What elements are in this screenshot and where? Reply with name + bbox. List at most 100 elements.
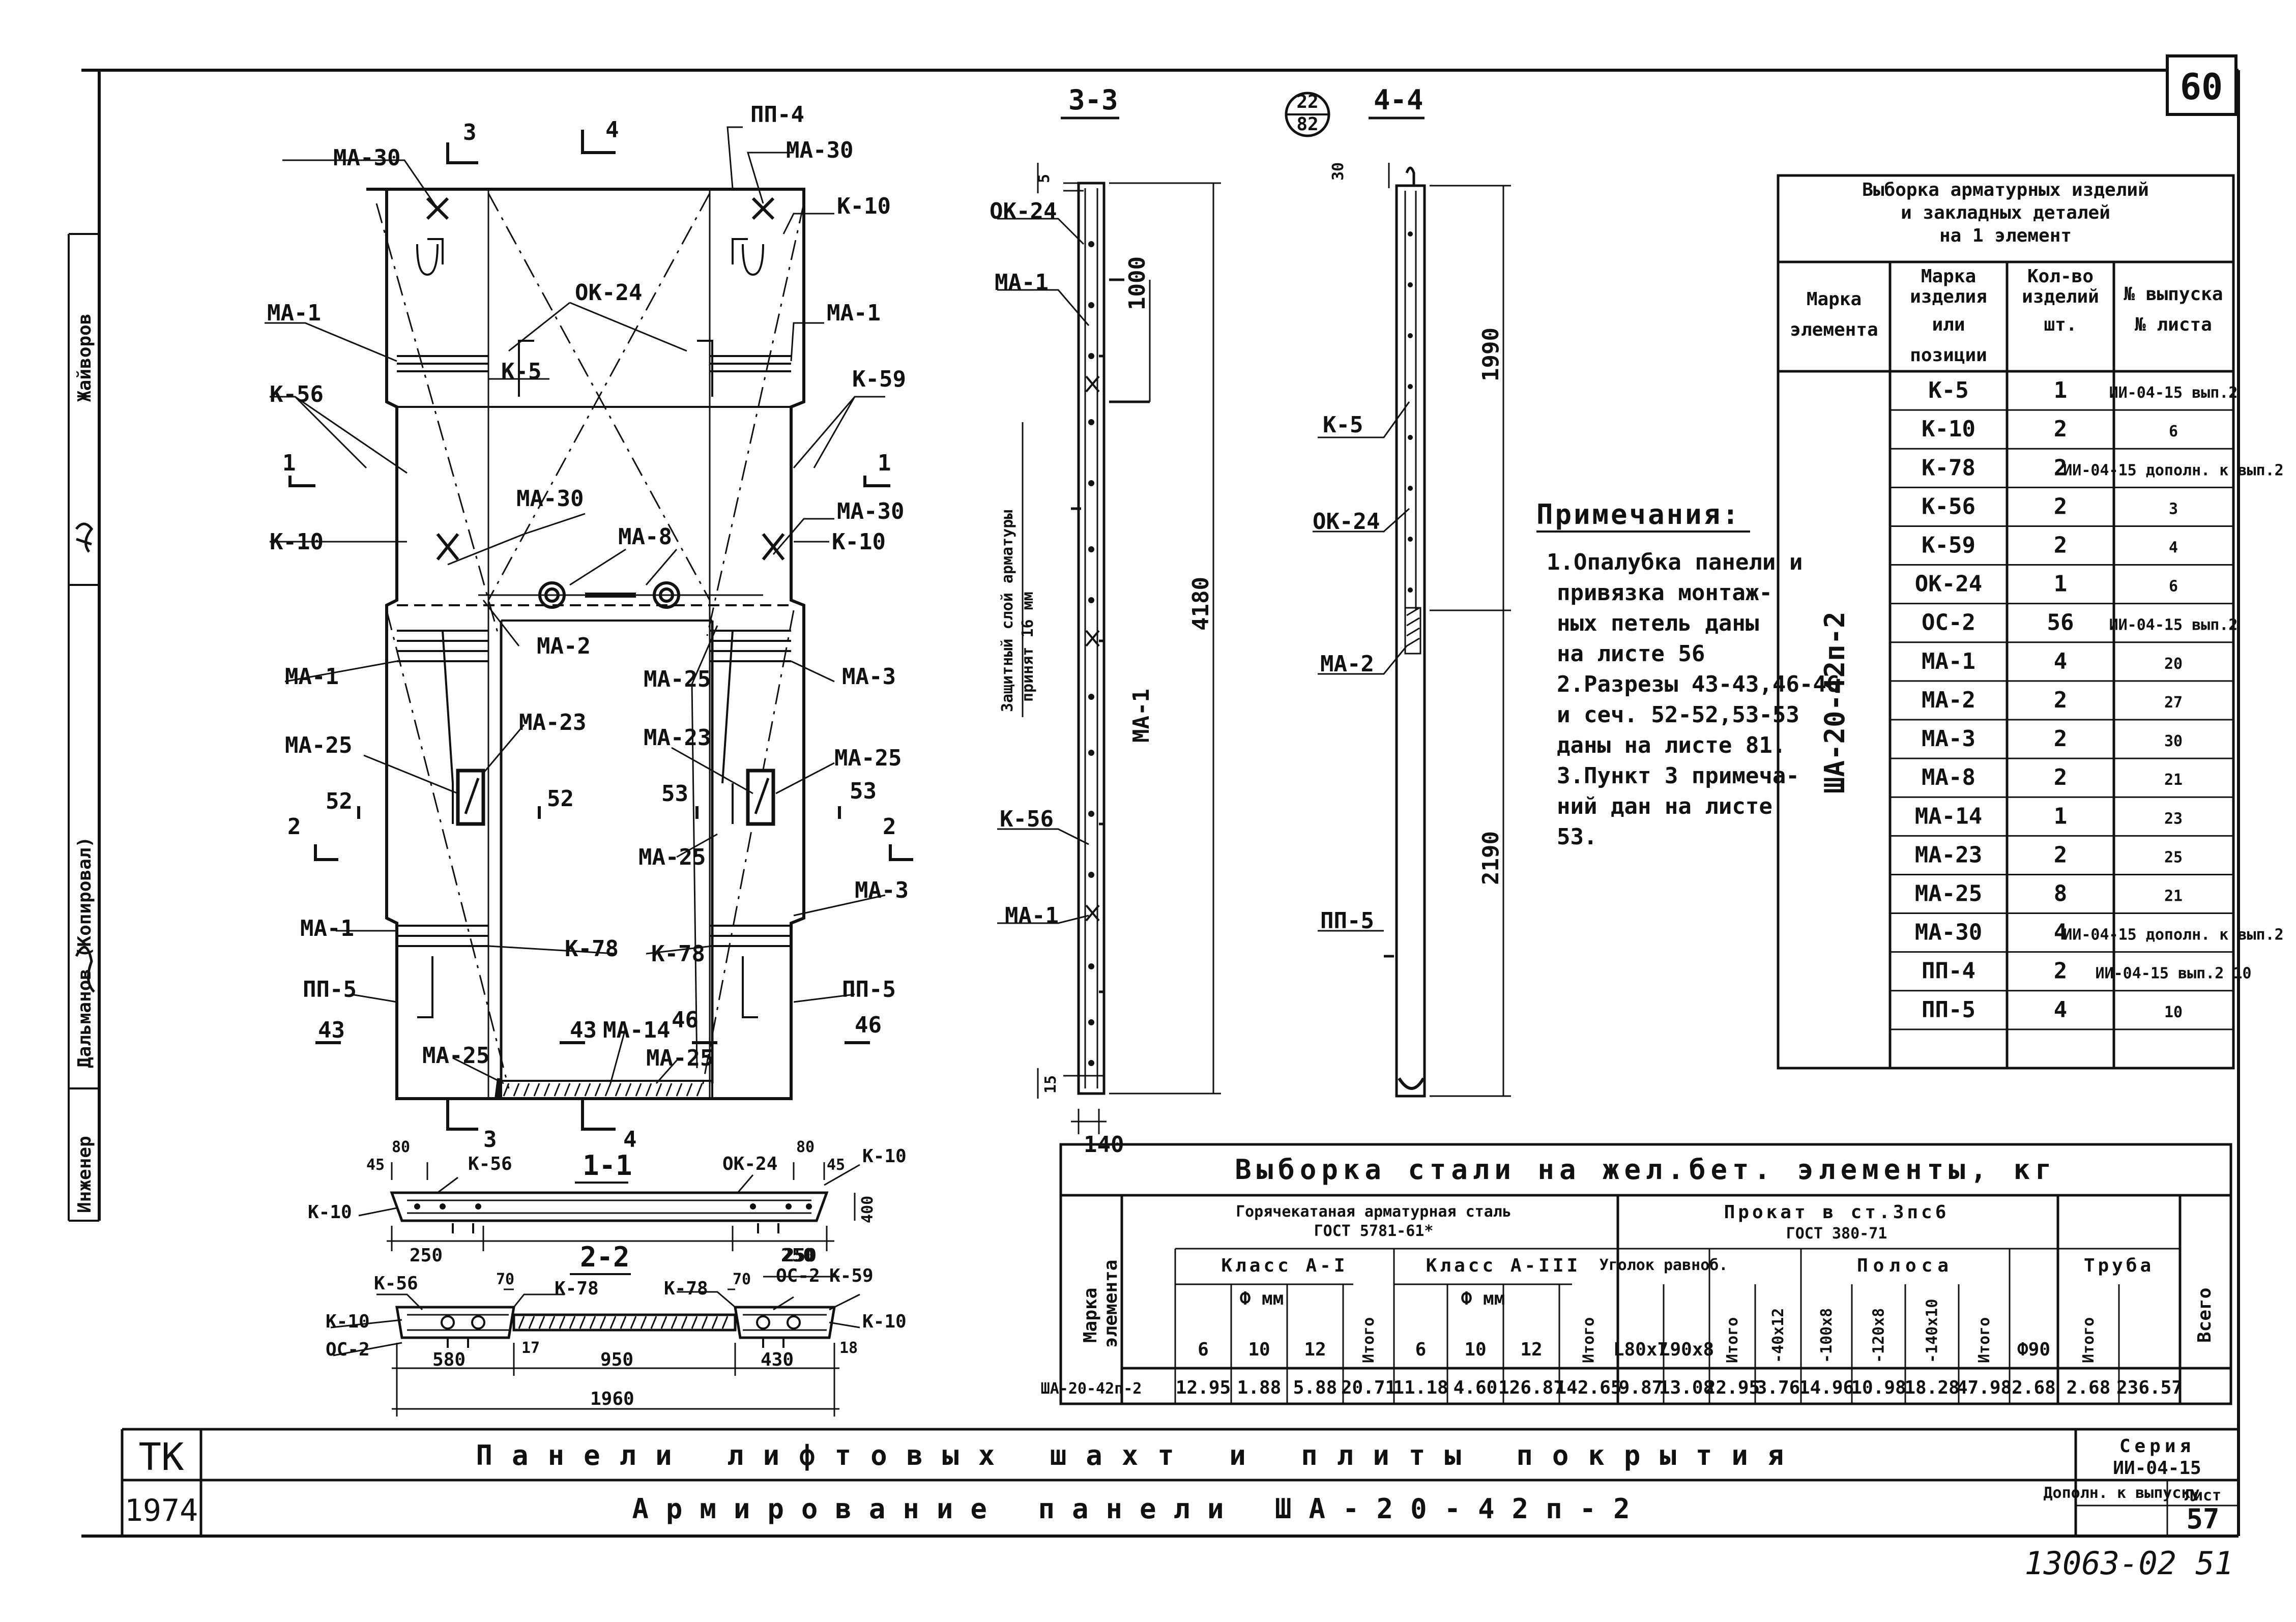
parts-row-item: МА-8 — [1922, 764, 1975, 790]
steel-subheader: Итого — [1975, 1317, 1993, 1363]
section-2-2-title: 2-2 — [580, 1241, 630, 1273]
parts-row-qty: 1 — [2054, 803, 2068, 829]
s44-k5: К-5 — [1323, 412, 1363, 438]
s33-ma1-bot: МА-1 — [1005, 903, 1059, 929]
s33-k56: К-56 — [1000, 806, 1054, 832]
note-line-4: на листе 56 — [1557, 641, 1705, 667]
steel-cell: 3.76 — [1756, 1377, 1800, 1398]
st-mark-1: Марка — [1080, 1288, 1101, 1343]
st-angle: Уголок равноб. — [1600, 1256, 1728, 1274]
parts-row-ref: 21 — [2164, 888, 2183, 905]
lbl-ma25-bl: МА-25 — [422, 1043, 489, 1069]
lbl-ma25-bc: МА-25 — [646, 1045, 713, 1071]
s33-dim-bot: 15 — [1042, 1075, 1060, 1094]
parts-row-qty: 8 — [2054, 881, 2068, 907]
lbl-pp4: ПП-4 — [750, 102, 804, 128]
parts-row-qty: 2 — [2054, 455, 2068, 481]
title-block: ТК 1974 Панели лифтовых шахт и плиты пок… — [121, 1428, 2239, 1536]
lbl-cut4-top: 4 — [605, 117, 619, 143]
parts-row-item: ПП-4 — [1922, 958, 1975, 984]
s11-d250-l: 250 — [410, 1245, 443, 1266]
lbl-cut52-c: 52 — [547, 786, 574, 812]
parts-row-item: ОС-2 — [1922, 610, 1975, 636]
steel-cell: 10.98 — [1851, 1377, 1906, 1398]
note-line-6: и сеч. 52-52,53-53 — [1557, 702, 1799, 728]
parts-row-ref: 3 — [2169, 500, 2178, 518]
s33-protect-1: Защитный слой арматуры — [999, 510, 1016, 712]
lbl-ma3-r2: МА-3 — [855, 877, 909, 903]
s44-ma2: МА-2 — [1320, 651, 1374, 677]
lbl-ma1-r: МА-1 — [827, 300, 881, 326]
section-1-1: 1-1 К-56 ОК-24 К-10 К-10 80 45 80 45 4 — [308, 1138, 907, 1266]
parts-row-ref: 27 — [2164, 694, 2183, 712]
steel-subheader: -140x10 — [1924, 1299, 1941, 1363]
steel-cell: 1.88 — [1237, 1377, 1282, 1398]
steel-cell: 22.95 — [1705, 1377, 1760, 1398]
parts-row-qty: 56 — [2047, 610, 2074, 636]
pt-h-elem-1: Марка — [1807, 289, 1862, 310]
s22-d1960: 1960 — [590, 1389, 634, 1409]
s11-d80-l: 80 — [392, 1138, 410, 1156]
side-stamps: Инженер Дальманов (Копировал) Жайворов — [68, 233, 99, 1222]
steel-subheader: Итого — [1724, 1317, 1741, 1363]
parts-row-item: К-59 — [1922, 533, 1975, 558]
parts-row-item: МА-3 — [1922, 726, 1975, 752]
steel-subheader: -120x8 — [1870, 1308, 1888, 1363]
st-hot-2: ГОСТ 5781-61* — [1314, 1222, 1434, 1240]
s44-ok24: ОК-24 — [1313, 509, 1380, 535]
steel-subheader: Итого — [1580, 1317, 1598, 1363]
steel-cell: 2.68 — [2012, 1377, 2056, 1398]
parts-row-item: МА-14 — [1915, 803, 1982, 829]
section-4-4-title: 4-4 — [1374, 84, 1423, 116]
section-1-1-title: 1-1 — [583, 1149, 632, 1182]
section-2-2: 2-2 К-56 К-78 К-78 ОС-2 — [326, 1241, 907, 1417]
s11-d400: 400 — [859, 1196, 877, 1223]
lbl-cut2-l: 2 — [287, 814, 301, 840]
steel-cell: 142.65 — [1555, 1377, 1621, 1398]
parts-row-ref: 20 — [2164, 655, 2183, 673]
s44-pp5: ПП-5 — [1320, 908, 1374, 934]
lbl-ma30-tr: МА-30 — [786, 137, 853, 163]
tb-title-1: Панели лифтовых шахт и плиты покрытия — [476, 1439, 1804, 1471]
s22-k10-l: К-10 — [326, 1311, 370, 1332]
steel-table: Выборка стали на жел.бет. элементы, кг М… — [1041, 1143, 2232, 1405]
pt-element-mark: ША-20-42п-2 — [1819, 611, 1851, 793]
pt-title-3: на 1 элемент — [1939, 225, 2072, 246]
s22-d950: 950 — [600, 1349, 633, 1370]
parts-row-qty: 4 — [2054, 997, 2068, 1023]
parts-row-item: МА-23 — [1915, 842, 1982, 868]
s22-k78-r: К-78 — [664, 1278, 708, 1299]
st-rolled-1: Прокат в ст.3пс6 — [1724, 1202, 1950, 1223]
parts-row-ref: 30 — [2164, 732, 2183, 750]
parts-row-item: МА-1 — [1922, 648, 1975, 674]
steel-cell: 12.95 — [1176, 1377, 1231, 1398]
s22-d18: 18 — [839, 1339, 858, 1357]
st-diam3: Ф мм — [1461, 1288, 1505, 1309]
parts-row-ref: 25 — [2164, 848, 2183, 866]
s22-d580: 580 — [432, 1349, 466, 1370]
note-line-9: ний дан на листе — [1557, 793, 1772, 819]
tb-issue-label: Дополн. к выпуску — [2043, 1484, 2199, 1502]
parts-row-ref: 6 — [2169, 578, 2178, 596]
steel-cell: 18.28 — [1904, 1377, 1959, 1398]
lbl-ma2: МА-2 — [537, 633, 591, 659]
lbl-cut53-r: 53 — [850, 778, 877, 804]
lbl-cut1-r: 1 — [878, 450, 891, 476]
lbl-ma1-l3: МА-1 — [300, 916, 354, 941]
stamp-head: Жайворов — [74, 314, 95, 402]
parts-row-ref: ИИ-04-15 дополн. к вып.2 — [2063, 461, 2283, 479]
st-class1: Класс А-I — [1221, 1255, 1348, 1276]
s22-k56: К-56 — [374, 1273, 418, 1294]
tb-year: 1974 — [125, 1493, 198, 1528]
detail-ref-circle — [1285, 92, 1330, 137]
s44-dim2190: 2190 — [1478, 831, 1504, 885]
steel-cell: 126.87 — [1498, 1377, 1564, 1398]
pt-h-item-2: изделия — [1910, 286, 1987, 307]
lbl-ma25-c2: МА-25 — [638, 844, 706, 870]
pt-h-item-1: Марка — [1921, 266, 1976, 287]
pt-h-item-3: или — [1932, 314, 1965, 335]
steel-subheader: 6 — [1198, 1339, 1209, 1360]
parts-row-ref: 23 — [2164, 810, 2183, 828]
steel-subheader: -40x12 — [1769, 1308, 1787, 1363]
